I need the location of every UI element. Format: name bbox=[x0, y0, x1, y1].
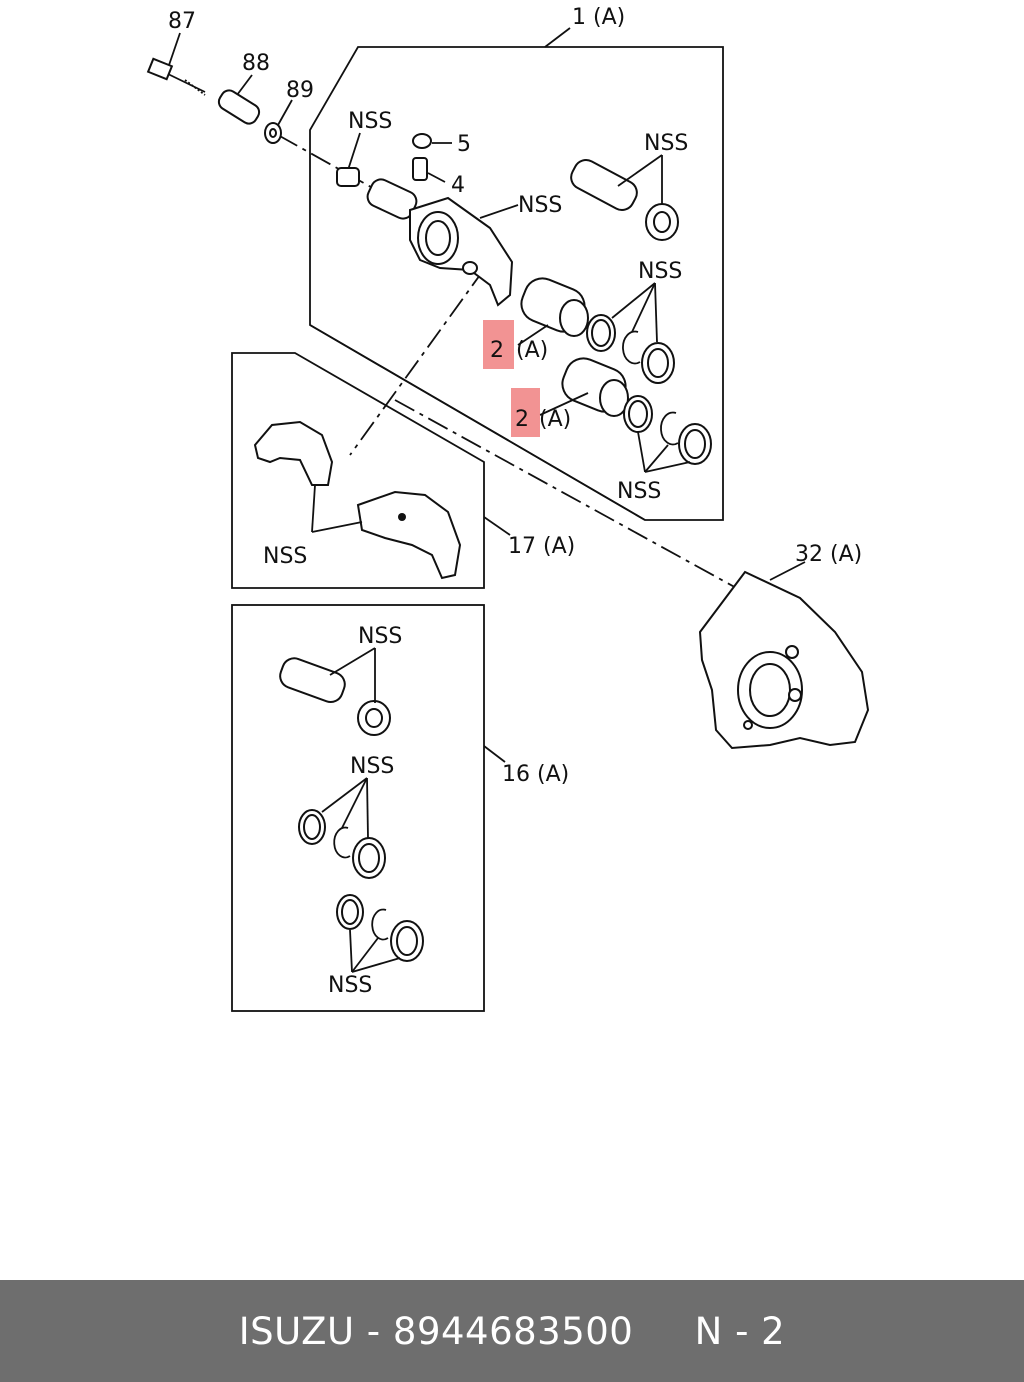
washer-89-icon bbox=[264, 99, 293, 144]
sleeve-88-icon bbox=[217, 74, 261, 125]
leader-17 bbox=[483, 516, 511, 536]
box-16-outline bbox=[231, 604, 485, 1012]
guide-pin-icon bbox=[570, 154, 679, 241]
seal-set-lower-icon bbox=[623, 395, 712, 473]
pad-bracket-icon bbox=[356, 490, 462, 580]
label-nss-9: NSS bbox=[328, 973, 372, 998]
label-17: 17 (A) bbox=[508, 534, 575, 559]
label-nss-8: NSS bbox=[350, 754, 394, 779]
guide-pin-kit-icon bbox=[279, 647, 391, 736]
highlight-2-lower bbox=[511, 388, 540, 437]
label-5: 5 bbox=[457, 132, 471, 157]
footer-part-number: 8944683500 bbox=[392, 1309, 634, 1353]
bolt-87-icon bbox=[146, 32, 206, 96]
seal-kit-upper-icon bbox=[298, 777, 386, 879]
label-nss-6: NSS bbox=[263, 544, 307, 569]
label-4: 4 bbox=[451, 173, 465, 198]
label-88: 88 bbox=[242, 51, 270, 76]
box-17-outline bbox=[231, 352, 485, 589]
footer-brand: ISUZU bbox=[238, 1309, 355, 1353]
label-89: 89 bbox=[286, 78, 314, 103]
label-nss-4: NSS bbox=[638, 259, 682, 284]
leader-1 bbox=[544, 27, 571, 48]
bushing-icon bbox=[336, 167, 360, 187]
cap-5-icon bbox=[412, 133, 452, 149]
leader-nss-a bbox=[347, 132, 361, 171]
seal-set-upper-icon bbox=[586, 282, 675, 384]
steering-knuckle-icon bbox=[698, 561, 870, 750]
label-87: 87 bbox=[168, 9, 196, 34]
label-nss-5: NSS bbox=[617, 479, 661, 504]
caliper-body-icon bbox=[366, 178, 519, 307]
label-1: 1 (A) bbox=[572, 5, 625, 30]
footer-separator: - bbox=[354, 1309, 393, 1353]
box-1-diagonal bbox=[309, 324, 646, 521]
label-32: 32 (A) bbox=[795, 542, 862, 567]
leader-17-nss-b bbox=[311, 521, 363, 533]
brake-caliper-exploded-diagram: 87 88 89 1 (A) NSS 5 4 NSS NSS NSS 2 (A)… bbox=[146, 5, 870, 1012]
piston-upper-icon bbox=[517, 277, 589, 346]
leader-17-nss-a bbox=[311, 484, 316, 533]
label-nss-1: NSS bbox=[348, 109, 392, 134]
seal-kit-lower-icon bbox=[336, 894, 424, 973]
label-16: 16 (A) bbox=[502, 762, 569, 787]
footer-page: N - 2 bbox=[694, 1309, 786, 1353]
label-2-upper-num: 2 bbox=[490, 338, 504, 363]
label-2-lower-num: 2 bbox=[515, 407, 529, 432]
footer-bar: ISUZU - 8944683500 N - 2 bbox=[0, 1280, 1024, 1382]
piston-lower-icon bbox=[539, 357, 629, 417]
footer-gap bbox=[633, 1310, 694, 1353]
label-nss-3: NSS bbox=[644, 131, 688, 156]
centerline-pad bbox=[349, 267, 486, 456]
pad-shim-icon bbox=[253, 420, 334, 486]
highlight-2-upper bbox=[483, 320, 514, 369]
label-nss-7: NSS bbox=[358, 624, 402, 649]
leader-16 bbox=[483, 745, 506, 763]
label-nss-2: NSS bbox=[518, 193, 562, 218]
bleeder-4-icon bbox=[412, 157, 446, 183]
label-2-upper-suffix: (A) bbox=[516, 338, 548, 363]
label-2-lower-suffix: (A) bbox=[539, 407, 571, 432]
centerline-knuckle bbox=[394, 399, 741, 591]
